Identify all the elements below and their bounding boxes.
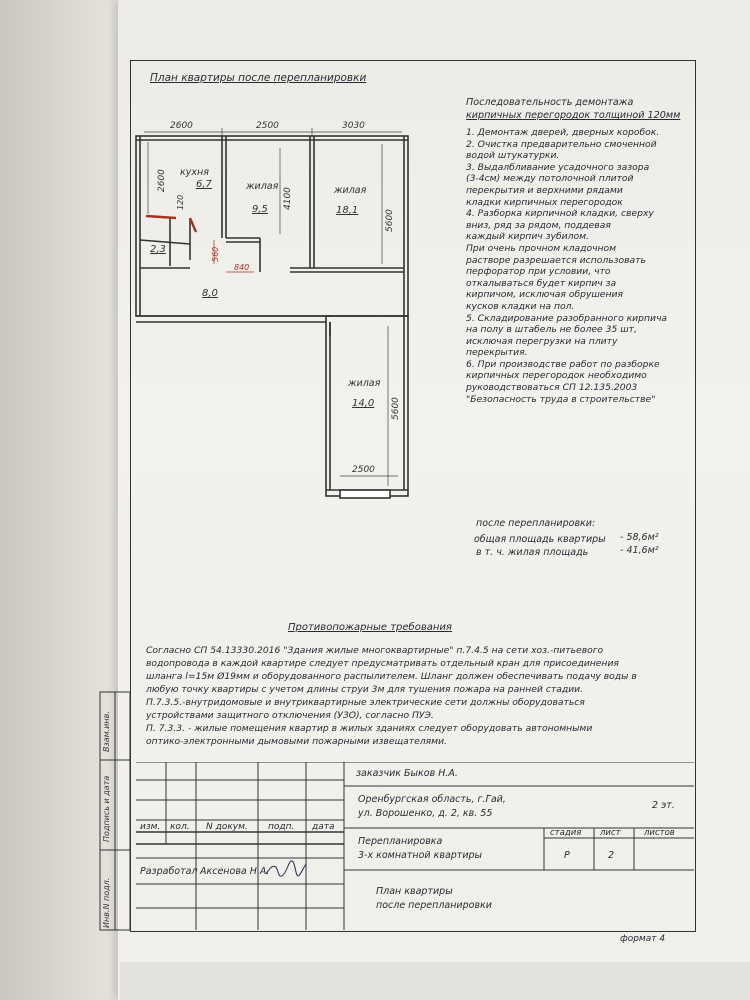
step-line: 2. Очистка предварительно смоченной bbox=[466, 138, 657, 150]
address-1: Оренбургская область, г.Гай, bbox=[358, 794, 506, 805]
floor-plan: 2600 2500 3030 2600 120 4100 5600 560 84… bbox=[130, 100, 430, 520]
step-line: кирпичных перегородок необходимо bbox=[466, 370, 647, 382]
step-line: перекрытия. bbox=[466, 347, 528, 359]
fire-title: Противопожарные требования bbox=[288, 622, 452, 633]
step-line: перекрытия и верхними рядами bbox=[466, 184, 623, 196]
step-line: вниз, ряд за рядом, поддевая bbox=[466, 219, 611, 231]
step-line: "Безопасность труда в строительстве" bbox=[466, 393, 656, 405]
fire-line: Согласно СП 54.13330.2016 "Здания жилые … bbox=[146, 645, 604, 656]
sheet-header: лист bbox=[600, 828, 621, 838]
dim-label: 120 bbox=[176, 195, 185, 210]
col-header: N докум. bbox=[206, 822, 248, 832]
margin-label: Подпись и дата bbox=[102, 775, 111, 842]
fire-line: любую точку квартиры с учетом длины стру… bbox=[146, 684, 584, 695]
room-area: 2,3 bbox=[150, 244, 166, 255]
step-line: 3. Выдалбливание усадочного зазора bbox=[466, 161, 650, 173]
floor-plan-drawing: 2600 2500 3030 2600 120 4100 5600 560 84… bbox=[135, 121, 409, 499]
room-area: 14,0 bbox=[352, 398, 374, 409]
dim-label: 2500 bbox=[256, 121, 279, 131]
living-area-label: в т. ч. жилая площадь bbox=[476, 547, 589, 558]
total-area-value: - 58,6м² bbox=[620, 532, 659, 543]
signature bbox=[265, 860, 307, 877]
demolition-steps: 1. Демонтаж дверей, дверных коробок. 2. … bbox=[466, 127, 686, 405]
drawing-frame bbox=[130, 60, 696, 932]
dim-label: 560 bbox=[211, 247, 220, 262]
fire-line: устройствами защитного отключения (УЗО),… bbox=[146, 710, 434, 721]
dim-label: 2500 bbox=[352, 465, 375, 475]
drawing-title-2: после перепланировки bbox=[376, 900, 492, 911]
col-header: изм. bbox=[140, 822, 161, 832]
step-line: исключая перегрузки на плиту bbox=[466, 335, 618, 347]
address-2: ул. Ворошенко, д. 2, кв. 55 bbox=[358, 808, 493, 819]
demolition-subtitle: кирпичных перегородок толщиной 120мм bbox=[466, 110, 681, 121]
sheet-bottom-edge bbox=[120, 962, 750, 1000]
dim-label: 5600 bbox=[385, 209, 395, 232]
stage-header: стадия bbox=[550, 828, 582, 838]
sheets-header: листов bbox=[644, 828, 675, 838]
customer: заказчик Быков Н.А. bbox=[356, 768, 458, 779]
stage-value: Р bbox=[564, 850, 570, 861]
drawing-title-1: План квартиры bbox=[376, 886, 453, 897]
title-block: заказчик Быков Н.А. Оренбургская область… bbox=[136, 762, 694, 930]
step-line: перфоратор при условии, что bbox=[466, 266, 611, 278]
description-1: Перепланировка bbox=[358, 836, 443, 847]
title-block-grid bbox=[136, 762, 694, 930]
dim-label: 3030 bbox=[342, 121, 365, 131]
areas-label: после перепланировки: bbox=[476, 518, 596, 529]
dim-label: 5600 bbox=[391, 397, 401, 420]
room-name: кухня bbox=[180, 167, 209, 178]
room-name: жилая bbox=[347, 378, 381, 389]
margin-label: Инв.N подл. bbox=[102, 877, 111, 928]
dim-label: 2600 bbox=[170, 121, 193, 131]
col-header: кол. bbox=[170, 822, 190, 832]
room-name: жилая bbox=[245, 181, 279, 192]
step-line: растворе разрешается использовать bbox=[466, 254, 646, 266]
developer-name: Аксенова Н.А. bbox=[200, 866, 270, 877]
fire-line: водопровода в каждой квартире следует пр… bbox=[146, 658, 619, 669]
format-label: формат 4 bbox=[620, 934, 666, 944]
step-line: руководствоваться СП 12.135.2003 bbox=[466, 382, 638, 394]
step-line: кладки кирпичных перегородок bbox=[466, 196, 623, 208]
developer-label: Разработал bbox=[140, 866, 198, 877]
description-2: 3-х комнатной квартиры bbox=[358, 850, 483, 861]
step-line: 1. Демонтаж дверей, дверных коробок. bbox=[466, 127, 660, 138]
demolition-title: Последовательность демонтажа bbox=[466, 97, 634, 108]
step-line: (3-4см) между потолочной плитой bbox=[466, 173, 634, 185]
outer-wall-upper bbox=[135, 135, 409, 317]
margin-stamp bbox=[99, 691, 131, 931]
step-line: При очень прочном кладочном bbox=[466, 242, 617, 254]
fire-line: П.7.3.5.-внутридомовые и внутриквартирны… bbox=[146, 697, 585, 708]
dim-label: 840 bbox=[234, 263, 249, 272]
step-line: кусков кладки на пол. bbox=[466, 300, 575, 312]
fire-line: оптико-электронными дымовыми пожарными и… bbox=[146, 736, 447, 747]
margin-label: Взам.инв. bbox=[102, 711, 111, 752]
fire-line: П. 7.3.3. - жилые помещения квартир в жи… bbox=[146, 723, 593, 734]
plan-heading: План квартиры после перепланировки bbox=[150, 72, 367, 84]
fire-line: шланга l=15м Ø19мм и оборудованного расп… bbox=[146, 671, 637, 682]
col-header: дата bbox=[312, 822, 335, 832]
room-area: 6,7 bbox=[196, 179, 213, 190]
background-left bbox=[0, 0, 130, 1000]
step-line: на полу в штабель не более 35 шт, bbox=[466, 324, 637, 336]
step-line: 4. Разборка кирпичной кладки, сверху bbox=[466, 208, 654, 220]
step-line: кирпичом, исключая обрушения bbox=[466, 289, 623, 301]
sheet-value: 2 bbox=[608, 850, 615, 861]
step-line: каждый кирпич зубилом. bbox=[466, 231, 589, 243]
demolished-walls bbox=[145, 214, 198, 233]
total-area-label: общая площадь квартиры bbox=[474, 534, 606, 545]
step-line: откалываться будет кирпич за bbox=[466, 277, 617, 289]
step-line: 6. При производстве работ по разборке bbox=[466, 358, 660, 370]
dim-label: 2600 bbox=[157, 169, 167, 192]
room-area: 8,0 bbox=[202, 288, 218, 299]
living-area-value: - 41,6м² bbox=[620, 545, 659, 556]
step-line: водой штукатурки. bbox=[466, 150, 560, 162]
floors: 2 эт. bbox=[652, 800, 675, 811]
paper-sheet bbox=[118, 0, 750, 1000]
room-area: 9,5 bbox=[252, 204, 268, 215]
room-name: жилая bbox=[333, 185, 367, 196]
dim-label: 4100 bbox=[283, 187, 293, 210]
room-area: 18,1 bbox=[336, 205, 358, 216]
step-line: 5. Складирование разобранного кирпича bbox=[466, 312, 668, 324]
col-header: подп. bbox=[268, 822, 295, 832]
